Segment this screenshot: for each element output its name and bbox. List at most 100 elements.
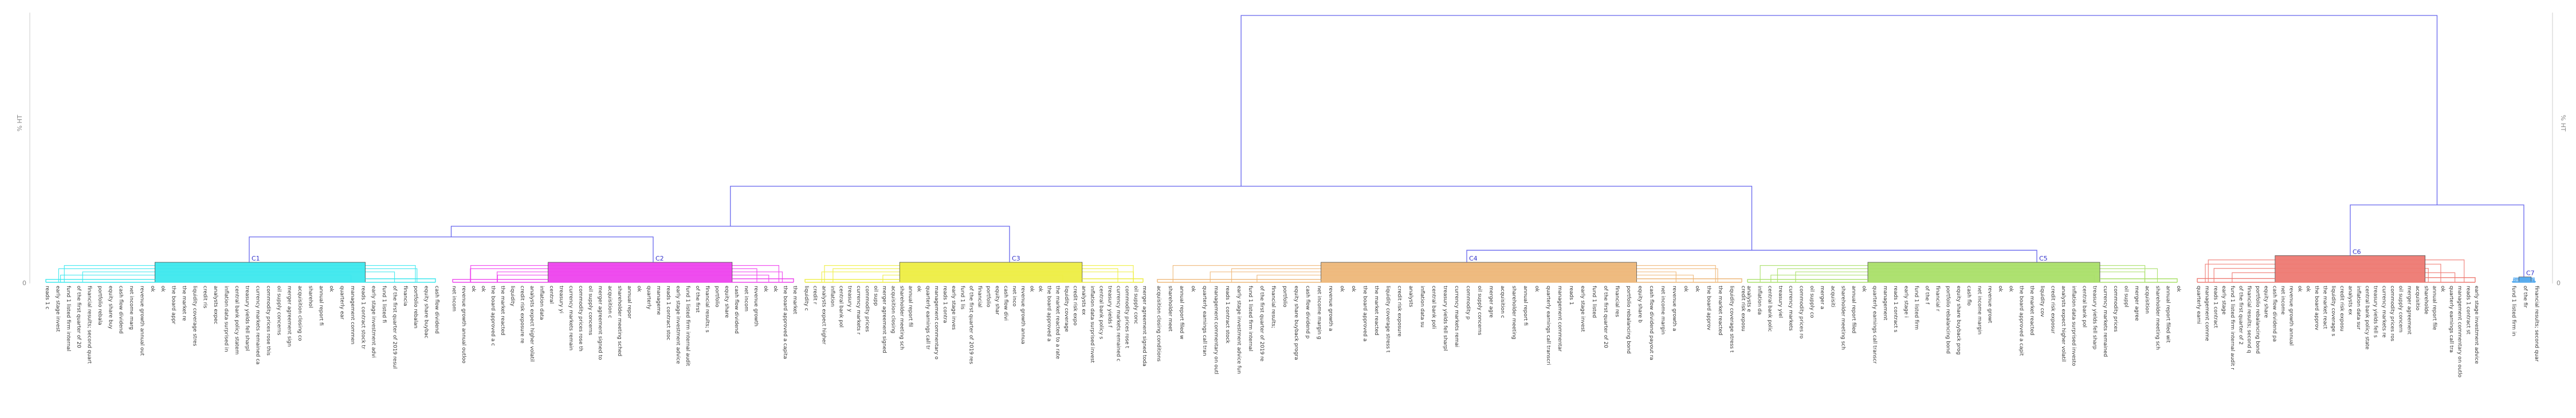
leaf-label: equity share buy xyxy=(107,286,113,329)
leaf-label: merger agree xyxy=(2134,286,2139,321)
cluster-label-c4: C4 xyxy=(1469,255,1478,262)
leaf-label: of the first quarter of 20 xyxy=(76,286,81,348)
leaf-label: early stage invest xyxy=(54,286,60,332)
leaf-label: revenue growth xyxy=(753,286,759,326)
leaf-label: treasury yields fell sharpl xyxy=(1442,286,1448,351)
leaf-label: inflation da xyxy=(1756,286,1762,315)
leaf-label: net income margin xyxy=(1660,286,1666,334)
cluster-c6: C6 xyxy=(2197,248,2476,283)
leaf-label: commodity prices xyxy=(864,286,870,332)
leaf-label: the market react xyxy=(2322,286,2328,329)
cluster-label-c6: C6 xyxy=(2353,248,2361,255)
leaf-label: management commentar xyxy=(1557,286,1562,352)
chart-axes: % HT % HT 0 0 xyxy=(16,13,2567,287)
leaf-label: the market xyxy=(792,286,798,314)
leaf-label: management commentary on outlo xyxy=(2457,286,2463,378)
leaf-label: commodity p xyxy=(1465,286,1471,320)
cluster-core-block xyxy=(154,262,366,283)
leaf-label: equity share b xyxy=(1637,286,1643,323)
leaf-label: treasury yields fell s xyxy=(2373,286,2378,338)
leaf-label: cash flow dividend xyxy=(118,286,124,334)
leaf-label: treasury yiel xyxy=(1777,286,1783,318)
leaf-label: central bank policy state xyxy=(2364,286,2370,350)
link-group xyxy=(249,15,2524,277)
leaf-label: of the first quarter of 2019 res xyxy=(968,286,973,364)
cluster-label-c1: C1 xyxy=(252,255,260,262)
leaf-label: of the first xyxy=(694,286,700,313)
leaf-label: central xyxy=(548,286,554,303)
leaf-label: revenue growth annual xyxy=(2288,286,2294,346)
leaf-label: the board approved a capit xyxy=(2019,286,2024,356)
cluster-outer-branch xyxy=(804,278,1144,282)
leaf-label: revenue growt xyxy=(1987,286,1993,324)
leaf-label: portfolio rebalancing bond xyxy=(1625,286,1631,354)
leaf-label: the board appr xyxy=(171,286,176,324)
leaf-label: inflation data xyxy=(539,286,544,320)
leaf-label: early stage investment advice xyxy=(2473,286,2479,364)
cluster-core-block xyxy=(2518,277,2532,283)
leaf-label: fund 1 listed firm internal xyxy=(65,286,71,351)
leaf-label: ok xyxy=(2008,286,2013,293)
leaf-label: early stage invest xyxy=(1580,286,1585,332)
left-axis-label: % HT xyxy=(16,115,23,131)
leaf-label: inflation xyxy=(829,286,835,307)
leaf-label: management comme xyxy=(2204,286,2210,341)
leaf-label: quarterly earnings call tra xyxy=(2448,286,2454,353)
leaf-label: liquidity coverage stress t xyxy=(1729,286,1734,353)
merge-link xyxy=(249,236,654,263)
leaf-label: credit risk exposu xyxy=(2339,286,2345,332)
leaf-label: shareholde xyxy=(2423,286,2429,314)
leaf-label: the board approved a xyxy=(1046,286,1052,341)
leaf-label: acquisition closing conditions xyxy=(1156,286,1161,362)
leaf-label: reads 1 contract stock xyxy=(1224,286,1230,344)
leaf-label: quarterly earnings call tran xyxy=(1201,286,1207,356)
cluster-outer-branch xyxy=(45,278,436,282)
leaf-label: reads 1 contract st xyxy=(2465,286,2471,334)
leaf-label: reads 1 contract xyxy=(2212,286,2218,328)
leaf-label: analysts ex xyxy=(2347,286,2353,316)
cluster-label-c5: C5 xyxy=(2039,255,2048,262)
leaf-label: merger agreement xyxy=(2406,286,2412,334)
leaf-label: analysts xyxy=(1408,286,1413,307)
leaf-label: cash flow dividend pa xyxy=(2271,286,2277,342)
leaf-label: currency markets remained xyxy=(2102,286,2108,357)
leaf-label: liquidity cov xyxy=(2039,286,2045,317)
leaf-label: ok xyxy=(916,286,922,293)
leaf-label: financial results; second quar xyxy=(2534,286,2539,362)
leaf-label: ok xyxy=(2176,286,2181,293)
cluster-c5: C5 xyxy=(1747,255,2178,283)
leaf-label: ok xyxy=(1190,286,1196,293)
leaf-label: ok xyxy=(1339,286,1345,293)
leaf-label: of the first quarter of 2019 re xyxy=(1259,286,1265,362)
leaf-label: fund 1 listed firm xyxy=(1914,286,1919,330)
leaf-label: net inco xyxy=(1011,286,1017,307)
leaf-label: portfolio rebalancing bond xyxy=(1945,286,1951,354)
leaf-label: ok xyxy=(2296,286,2302,293)
cluster-core-block xyxy=(2275,255,2426,283)
leaf-label: cash flow dividend xyxy=(733,286,739,334)
cluster-core-block xyxy=(548,262,733,283)
leaf-label: the market reacted to a rate xyxy=(1055,286,1061,360)
cluster-outer-branch xyxy=(1747,278,2178,282)
leaf-label: liquidity xyxy=(509,286,515,307)
leaf-label: of the first quarter of 2 xyxy=(2238,286,2244,345)
cluster-label-c2: C2 xyxy=(655,255,664,262)
leaf-label: quarterly earnings call transcri xyxy=(1545,286,1551,365)
leaf-label: currency markets r xyxy=(855,286,861,335)
leaf-label: ok xyxy=(1350,286,1356,293)
leaf-label: early stage xyxy=(2221,286,2226,315)
leaf-label: oil supply conc xyxy=(1133,286,1138,324)
right-axis-label: % HT xyxy=(2559,115,2567,132)
leaf-label: management commentary on outl xyxy=(1213,286,1219,374)
cluster-outer-branch xyxy=(2197,277,2476,282)
leaf-label: treasury yields f xyxy=(1107,286,1113,328)
leaf-label: the market reacted xyxy=(500,286,505,336)
leaf-label: oil supply concerns xyxy=(1477,286,1482,336)
leaf-label: merger a xyxy=(1819,286,1825,309)
leaf-label: central bank pol xyxy=(2081,286,2087,328)
cluster-core-block xyxy=(1321,262,1637,283)
leaf-label: liquidity c xyxy=(803,286,809,311)
leaf-label: portfolio xyxy=(714,286,720,307)
leaf-label: net income margin xyxy=(1976,286,1982,334)
